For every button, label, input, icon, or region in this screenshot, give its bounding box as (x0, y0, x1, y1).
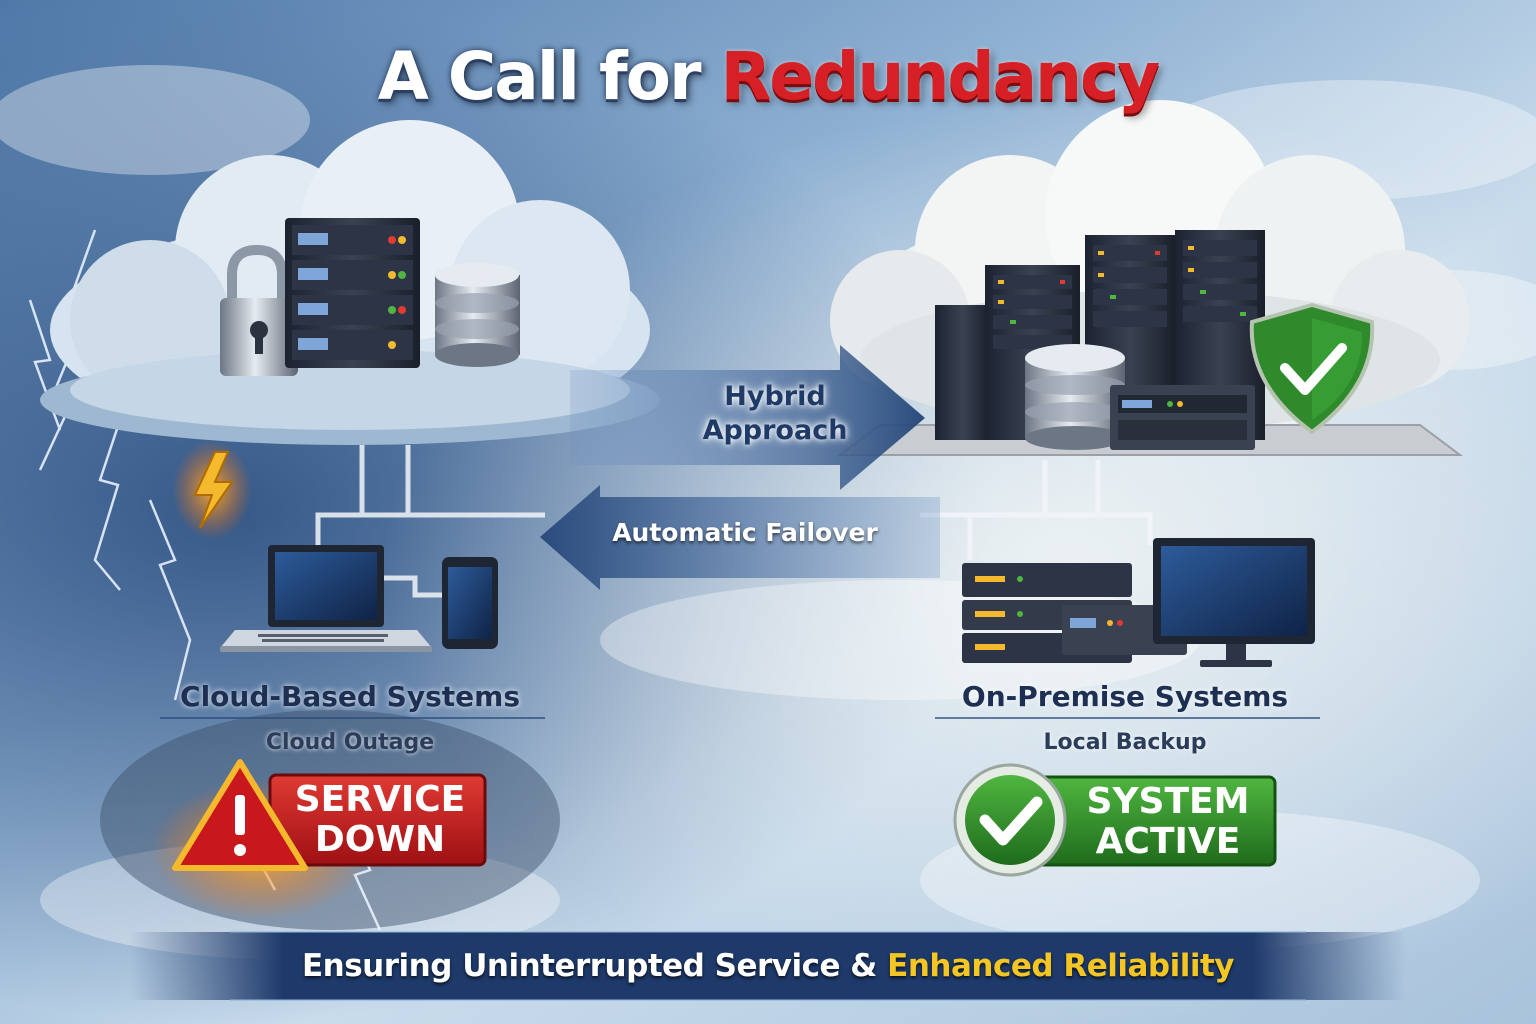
badge-line-1: SERVICE (294, 779, 466, 820)
local-backup-label: Local Backup (1043, 730, 1207, 755)
cloud-outage-label: Cloud Outage (265, 730, 435, 755)
phone-icon (442, 557, 498, 649)
laptop-icon (220, 545, 432, 652)
on-premise-systems-title: On-Premise Systems (961, 680, 1289, 713)
service-down-badge (150, 759, 487, 920)
shield-check-icon (1249, 302, 1375, 435)
footer-tagline: Ensuring Uninterrupted Service & Enhance… (200, 932, 1336, 1000)
page-title: A Call for Redundancy (0, 38, 1536, 115)
badge-line-2: DOWN (314, 819, 446, 860)
database-icon (435, 263, 520, 367)
left-connector (315, 445, 545, 598)
hybrid-line-2: Approach (702, 415, 848, 446)
footer-part-2: Enhanced Reliability (887, 948, 1235, 984)
footer-part-1: Ensuring Uninterrupted Service & (301, 948, 877, 984)
right-connector (920, 460, 1153, 560)
automatic-failover-label: Automatic Failover (612, 518, 878, 547)
power-warning-icon (172, 440, 252, 540)
badge-line-1: SYSTEM (1086, 781, 1250, 822)
system-active-text: SYSTEM ACTIVE (1068, 782, 1268, 862)
badge-line-2: ACTIVE (1095, 821, 1241, 862)
backup-server-icon (962, 563, 1187, 663)
automatic-failover-arrow (540, 485, 940, 590)
cloud-server-icon (285, 218, 420, 368)
service-down-text: SERVICE DOWN (280, 780, 480, 860)
footer-band (130, 932, 1406, 1000)
system-active-badge (953, 763, 1277, 877)
monitor-icon (1153, 538, 1315, 667)
network-appliance-icon (1110, 385, 1255, 450)
cloud-systems-title: Cloud-Based Systems (180, 680, 520, 713)
hybrid-line-1: Hybrid (724, 381, 826, 412)
title-part-2: Redundancy (720, 38, 1161, 115)
padlock-icon (220, 244, 298, 376)
title-part-1: A Call for (377, 38, 702, 115)
database-icon-right (1025, 344, 1125, 450)
warning-triangle-icon (172, 759, 308, 871)
hybrid-approach-arrow (570, 345, 925, 490)
hybrid-approach-label: Hybrid Approach (690, 380, 860, 448)
checkmark-circle-icon (953, 763, 1067, 877)
